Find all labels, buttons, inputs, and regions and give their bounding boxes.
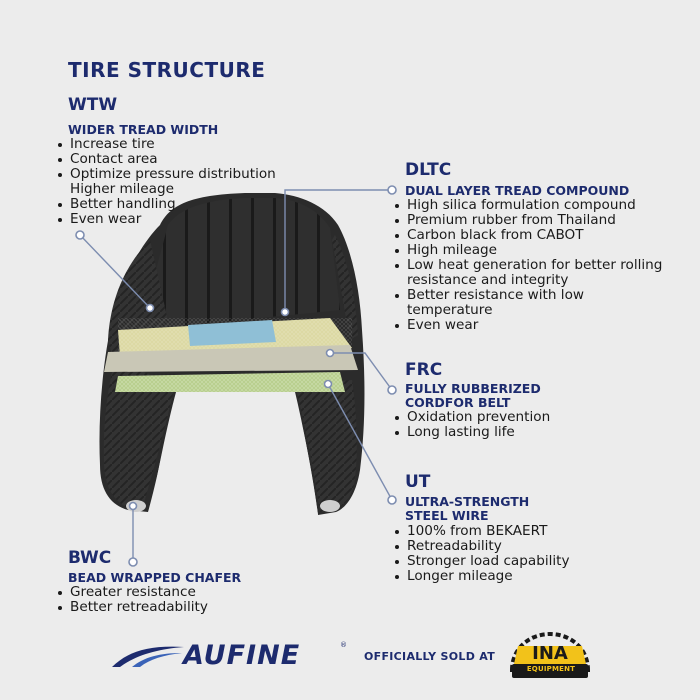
ut-heading-line1: ULTRA-STRENGTH	[405, 494, 530, 509]
wtw-code: WTW	[68, 95, 118, 115]
list-item: Carbon black from CABOT	[395, 228, 697, 243]
list-item: Long lasting life	[395, 425, 667, 440]
bwc-heading: BEAD WRAPPED CHAFER	[68, 570, 242, 585]
dltc-heading: DUAL LAYER TREAD COMPOUND	[405, 183, 630, 198]
list-item: Greater resistance	[58, 585, 310, 600]
list-item: Oxidation prevention	[395, 410, 667, 425]
marker-bwc-end	[128, 557, 138, 567]
marker-dltc-end	[387, 185, 397, 195]
marker-dltc-start	[280, 307, 290, 317]
page-title: TIRE STRUCTURE	[68, 58, 266, 82]
inner-cavity	[150, 385, 318, 515]
brand-logo: AUFINE	[183, 640, 301, 671]
marker-frc-end	[387, 385, 397, 395]
frc-code: FRC	[405, 360, 443, 380]
wtw-list: Increase tire Contact area Optimize pres…	[55, 137, 310, 227]
list-item: Better resistance with low temperature	[395, 288, 627, 318]
registered-mark: ®	[340, 641, 347, 649]
marker-frc-start	[325, 348, 335, 358]
list-item: Even wear	[395, 318, 697, 333]
leader-ut	[327, 383, 393, 501]
marker-wtw-start	[145, 303, 155, 313]
list-item: Retreadability	[395, 539, 667, 554]
dealer-logo-name: INA	[532, 643, 568, 664]
marker-ut-end	[387, 495, 397, 505]
list-item: Better handling	[58, 197, 310, 212]
ut-heading-line2: STEEL WIRE	[405, 508, 489, 523]
dealer-logo-subtext: EQUIPMENT	[526, 665, 576, 673]
list-item: Low heat generation for better rolling r…	[395, 258, 697, 288]
tread-surface	[140, 198, 340, 330]
list-item: Even wear	[58, 212, 310, 227]
marker-ut-start	[323, 379, 333, 389]
bwc-list: Greater resistance Better retreadability	[55, 585, 310, 615]
ut-code: UT	[405, 472, 431, 492]
officially-sold-text: OFFICIALLY SOLD AT	[364, 650, 496, 663]
list-item: High mileage	[395, 243, 697, 258]
list-item: Premium rubber from Thailand	[395, 213, 697, 228]
leader-wtw	[79, 234, 151, 309]
right-sidewall	[332, 235, 358, 340]
aufine-swoosh-icon	[112, 646, 184, 667]
frc-list: Oxidation prevention Long lasting life	[392, 410, 667, 440]
list-item: Better retreadability	[58, 600, 310, 615]
list-item: 100% from BEKAERT	[395, 524, 667, 539]
wtw-heading: WIDER TREAD WIDTH	[68, 122, 219, 137]
leader-dltc	[284, 189, 392, 312]
list-item: Stronger load capability	[395, 554, 667, 569]
frc-heading-line1: FULLY RUBBERIZED	[405, 381, 541, 396]
belt-layer-mid	[104, 345, 358, 372]
list-item: Increase tire	[58, 137, 310, 152]
right-lower-sidewall	[295, 380, 357, 512]
bwc-code: BWC	[68, 548, 112, 568]
list-item: Longer mileage	[395, 569, 667, 584]
frc-heading-line2: CORDFOR BELT	[405, 395, 511, 410]
list-item: Optimize pressure distribution Higher mi…	[58, 167, 290, 197]
marker-wtw-end	[75, 230, 85, 240]
list-item: Contact area	[58, 152, 310, 167]
belt-layer-green-mesh	[115, 372, 345, 392]
marker-bwc-start	[128, 501, 138, 511]
right-bead	[320, 500, 340, 512]
leader-frc	[330, 352, 393, 391]
list-item: High silica formulation compound	[395, 198, 697, 213]
dltc-list: High silica formulation compound Premium…	[392, 198, 697, 333]
left-lower-sidewall	[103, 360, 175, 510]
dltc-code: DLTC	[405, 160, 452, 180]
belt-center-blue	[188, 320, 276, 346]
ut-list: 100% from BEKAERT Retreadability Stronge…	[392, 524, 667, 584]
dealer-gear-icon	[509, 631, 591, 678]
